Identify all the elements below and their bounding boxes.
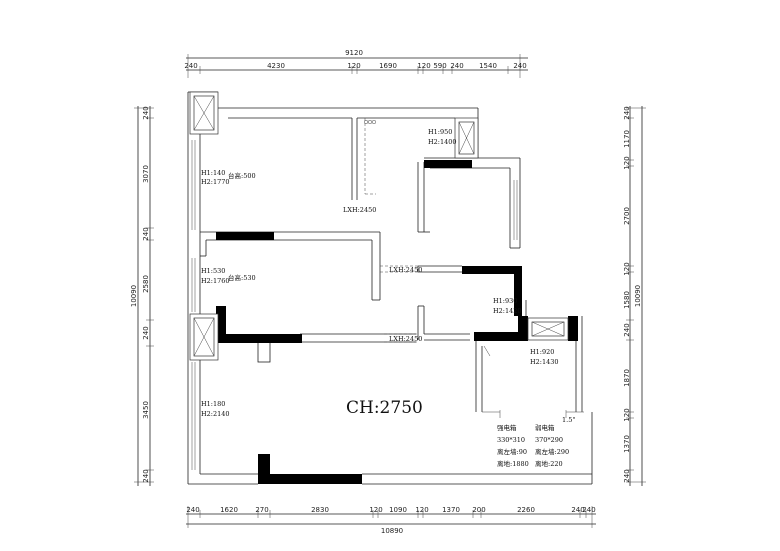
small-note: 1.5": [562, 416, 575, 424]
bottom-dim-1: 240: [186, 506, 199, 514]
bottom-dim-3: 270: [255, 506, 268, 514]
bottom-dim-8: 1370: [442, 506, 460, 514]
top-dim-4: 1690: [379, 62, 397, 70]
weak-panel-title: 弱电箱: [535, 423, 555, 432]
beam-height-2: LXH:2450: [389, 266, 422, 274]
weak-panel-floor: 离地:220: [535, 459, 563, 468]
strong-panel-left: 离左墙:90: [497, 447, 527, 456]
window-4-h1: H1:950: [428, 128, 452, 136]
window-2-h2: H2:1760: [201, 277, 230, 285]
window-5-h1: H1:930: [493, 297, 517, 305]
top-total-dim: 9120: [345, 49, 363, 57]
window-6-h1: H1:920: [530, 348, 554, 356]
bottom-dim-10: 2260: [517, 506, 535, 514]
beam-height-3: LXH:2450: [389, 335, 422, 343]
left-dim-2: 3070: [142, 165, 150, 183]
right-dim-6: 1580: [623, 291, 631, 309]
beam-height-1: LXH:2450: [343, 206, 376, 214]
annotations: CH:2750 H1:140 H2:1770 台高:500 H1:530 H2:…: [201, 128, 575, 468]
beam-lines: [364, 118, 418, 343]
sill-height-1: 台高:500: [228, 171, 256, 180]
left-dim-5: 240: [142, 326, 150, 339]
ceiling-height-label: CH:2750: [346, 398, 423, 418]
right-dim-5: 120: [623, 262, 631, 275]
bottom-dim-9: 200: [472, 506, 485, 514]
bottom-dim-7: 120: [415, 506, 428, 514]
left-dimension-chain: 10090 240 3070 240 2580 240 3450 240: [130, 106, 154, 486]
strong-panel-floor: 离地:1880: [497, 459, 529, 468]
right-total-dim: 10090: [634, 285, 642, 307]
top-dim-5: 120: [417, 62, 430, 70]
right-dim-2: 1170: [623, 130, 631, 148]
bottom-dim-6: 1090: [389, 506, 407, 514]
window-1-h1: H1:140: [201, 169, 225, 177]
top-dim-1: 240: [184, 62, 197, 70]
top-dim-3: 120: [347, 62, 360, 70]
window-5-h2: H2:1420: [493, 307, 522, 315]
bottom-dim-5: 120: [369, 506, 382, 514]
window-1-h2: H2:1770: [201, 178, 230, 186]
window-3-h2: H2:2140: [201, 410, 230, 418]
bottom-dim-4: 2830: [311, 506, 329, 514]
bottom-dim-2: 1620: [220, 506, 238, 514]
right-dim-1: 240: [623, 106, 631, 119]
window-4-h2: H2:1400: [428, 138, 457, 146]
windows: [189, 91, 569, 470]
left-dim-6: 3450: [142, 401, 150, 419]
strong-panel-title: 强电箱: [497, 423, 517, 432]
top-dim-8: 1540: [479, 62, 497, 70]
right-dimension-chain: 240 1170 120 2700 120 1580 240 1870 120 …: [623, 106, 646, 486]
top-dim-7: 240: [450, 62, 463, 70]
bottom-dim-11: 240: [571, 506, 584, 514]
wall-outlines: [187, 91, 593, 485]
right-dim-3: 120: [623, 156, 631, 169]
right-dim-11: 240: [623, 469, 631, 482]
left-dim-7: 240: [142, 469, 150, 482]
weak-panel-left: 离左墙:290: [535, 447, 569, 456]
bottom-dimension-chain: 240 1620 270 2830 120 1090 120 1370 200 …: [186, 506, 596, 535]
window-3-h1: H1:180: [201, 400, 225, 408]
left-dim-3: 240: [142, 227, 150, 240]
left-total-dim: 10090: [130, 285, 138, 307]
fixture-marks: [363, 119, 584, 418]
window-2-h1: H1:530: [201, 267, 225, 275]
sill-height-2: 台高:530: [228, 273, 256, 282]
bottom-total-dim: 10890: [381, 527, 403, 535]
top-dim-9: 240: [513, 62, 526, 70]
right-dim-9: 120: [623, 408, 631, 421]
top-dimension-chain: 9120 240 4230 120 1690 120 590 240 1540 …: [184, 49, 528, 78]
weak-panel-size: 370*290: [535, 436, 563, 444]
right-dim-7: 240: [623, 323, 631, 336]
right-dim-10: 1370: [623, 435, 631, 453]
strong-panel-size: 330*310: [497, 436, 525, 444]
window-6-h2: H2:1430: [530, 358, 559, 366]
right-dim-4: 2700: [623, 207, 631, 225]
bottom-dim-12: 240: [582, 506, 595, 514]
top-dim-2: 4230: [267, 62, 285, 70]
right-dim-8: 1870: [623, 369, 631, 387]
left-dim-4: 2580: [142, 275, 150, 293]
left-dim-1: 240: [142, 106, 150, 119]
structural-walls: [216, 160, 578, 484]
top-dim-6: 590: [433, 62, 446, 70]
